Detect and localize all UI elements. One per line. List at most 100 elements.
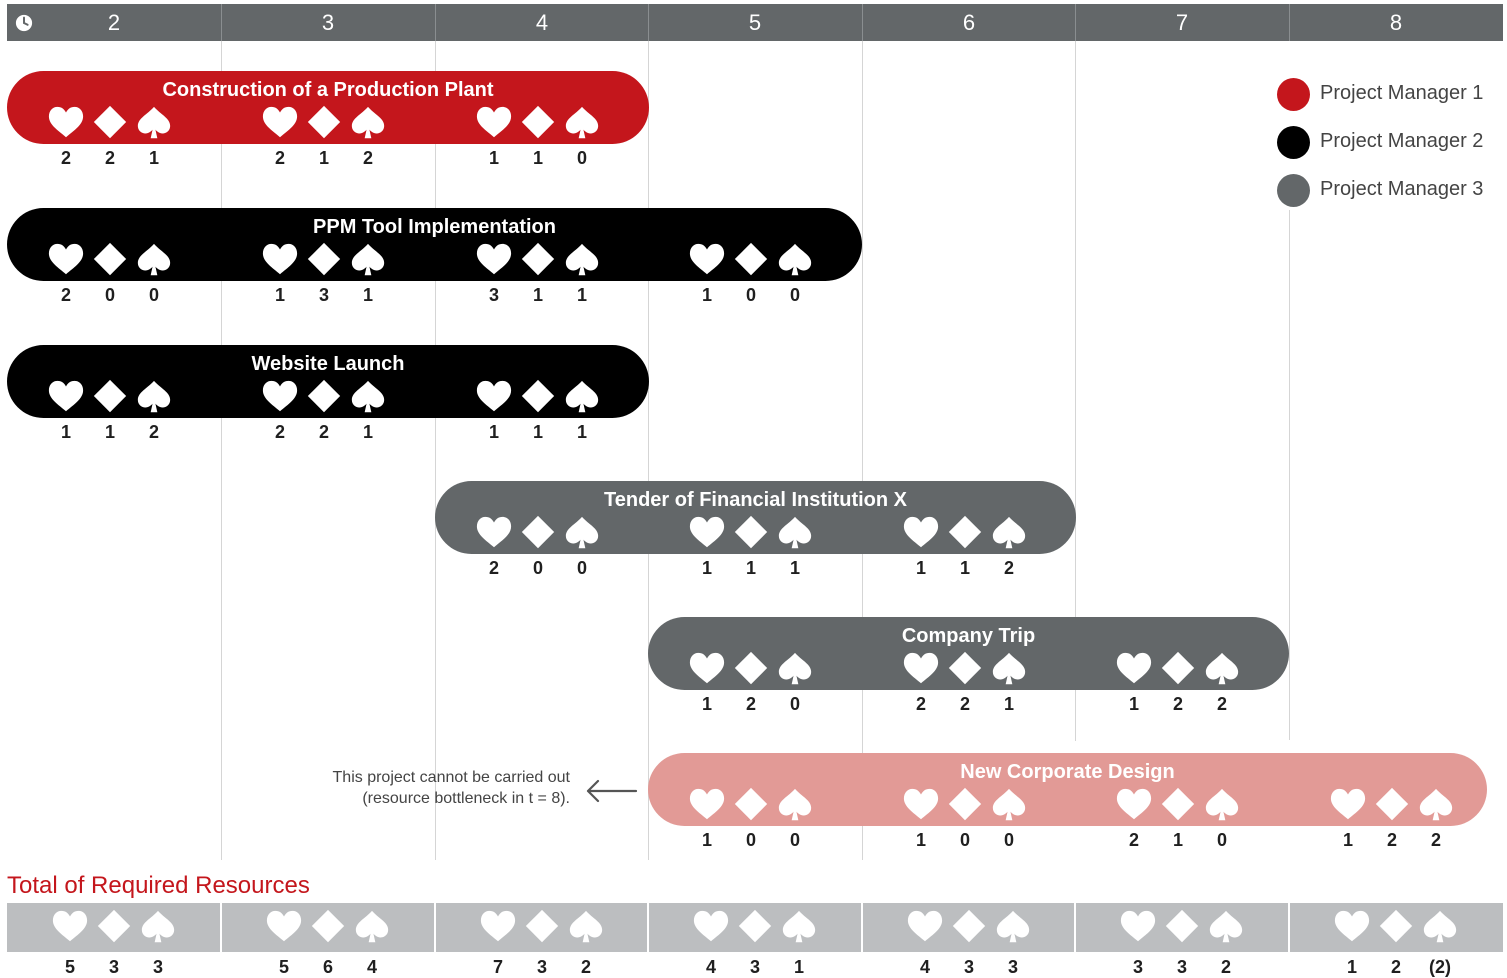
resource-value: 1 [576, 285, 587, 305]
resource-value: 2 [580, 957, 591, 977]
heart-icon [688, 514, 726, 552]
resource-value: 0 [1216, 830, 1227, 850]
resource-value: 1 [362, 422, 373, 442]
resource-symbols [475, 514, 605, 554]
resource-value: 0 [148, 285, 159, 305]
totals-separator [1074, 903, 1076, 952]
diamond-icon [519, 104, 557, 142]
legend-swatch [1277, 78, 1310, 111]
resource-value: 1 [1128, 694, 1139, 714]
resource-value: 1 [1342, 830, 1353, 850]
resource-value: 1 [532, 148, 543, 168]
spade-icon [1417, 786, 1455, 824]
resource-value: 1 [148, 148, 159, 168]
resource-value: 2 [1216, 694, 1227, 714]
heart-icon [688, 786, 726, 824]
resource-value: 1 [1003, 694, 1014, 714]
period-separator [435, 4, 436, 41]
spade-icon [780, 908, 818, 946]
period-gridline [435, 41, 436, 860]
diamond-icon [732, 514, 770, 552]
totals-separator [647, 903, 649, 952]
heart-icon [1333, 908, 1371, 946]
resource-symbols [265, 908, 395, 948]
resource-value: 2 [959, 694, 970, 714]
resource-value: 2 [1430, 830, 1441, 850]
heart-icon [475, 104, 513, 142]
spade-icon [1421, 908, 1459, 946]
diamond-icon [732, 241, 770, 279]
heart-icon [1329, 786, 1367, 824]
resource-value: 1 [793, 957, 804, 977]
spade-icon [990, 650, 1028, 688]
resource-value: 2 [362, 148, 373, 168]
resource-value: 3 [1007, 957, 1018, 977]
diamond-icon [1159, 786, 1197, 824]
spade-icon [1207, 908, 1245, 946]
resource-symbols [1115, 786, 1245, 826]
resource-value: 0 [104, 285, 115, 305]
period-label: 5 [748, 10, 762, 35]
resource-value: 1 [701, 694, 712, 714]
diamond-icon [305, 104, 343, 142]
heart-icon [906, 908, 944, 946]
resource-value: 1 [532, 422, 543, 442]
diamond-icon [1373, 786, 1411, 824]
heart-icon [902, 514, 940, 552]
resource-value: 3 [318, 285, 329, 305]
diamond-icon [519, 514, 557, 552]
resource-symbols [692, 908, 822, 948]
period-label: 4 [535, 10, 549, 35]
resource-value: 3 [749, 957, 760, 977]
resource-symbols [51, 908, 181, 948]
resource-symbols [475, 104, 605, 144]
resource-value: 1 [701, 830, 712, 850]
resource-value: 3 [1132, 957, 1143, 977]
resource-value: 1 [60, 422, 71, 442]
resource-value: 1 [362, 285, 373, 305]
project-bar[interactable]: PPM Tool Implementation [7, 208, 862, 281]
diamond-icon [309, 908, 347, 946]
resource-value: 0 [745, 830, 756, 850]
resource-symbols [1333, 908, 1463, 948]
resource-value: 3 [108, 957, 119, 977]
resource-symbols [47, 378, 177, 418]
spade-icon [776, 514, 814, 552]
period-separator [648, 4, 649, 41]
heart-icon [47, 104, 85, 142]
project-title: Company Trip [901, 625, 1036, 647]
resource-value: 2 [104, 148, 115, 168]
period-label: 2 [107, 10, 121, 35]
spade-icon [349, 104, 387, 142]
resource-value: 2 [1003, 558, 1014, 578]
heart-icon [902, 786, 940, 824]
clock-icon [15, 14, 33, 32]
heart-icon [1115, 650, 1153, 688]
heart-icon [261, 241, 299, 279]
period-gridline [862, 41, 863, 860]
project-title: Tender of Financial Institution X [604, 489, 907, 511]
diamond-icon [305, 378, 343, 416]
spade-icon [1203, 786, 1241, 824]
period-gridline [648, 41, 649, 860]
resource-value: 0 [789, 285, 800, 305]
diamond-icon [732, 786, 770, 824]
diamond-icon [736, 908, 774, 946]
note-line: (resource bottleneck in t = 8). [362, 790, 570, 807]
resource-value: 1 [789, 558, 800, 578]
legend-label: Project Manager 2 [1320, 130, 1484, 152]
